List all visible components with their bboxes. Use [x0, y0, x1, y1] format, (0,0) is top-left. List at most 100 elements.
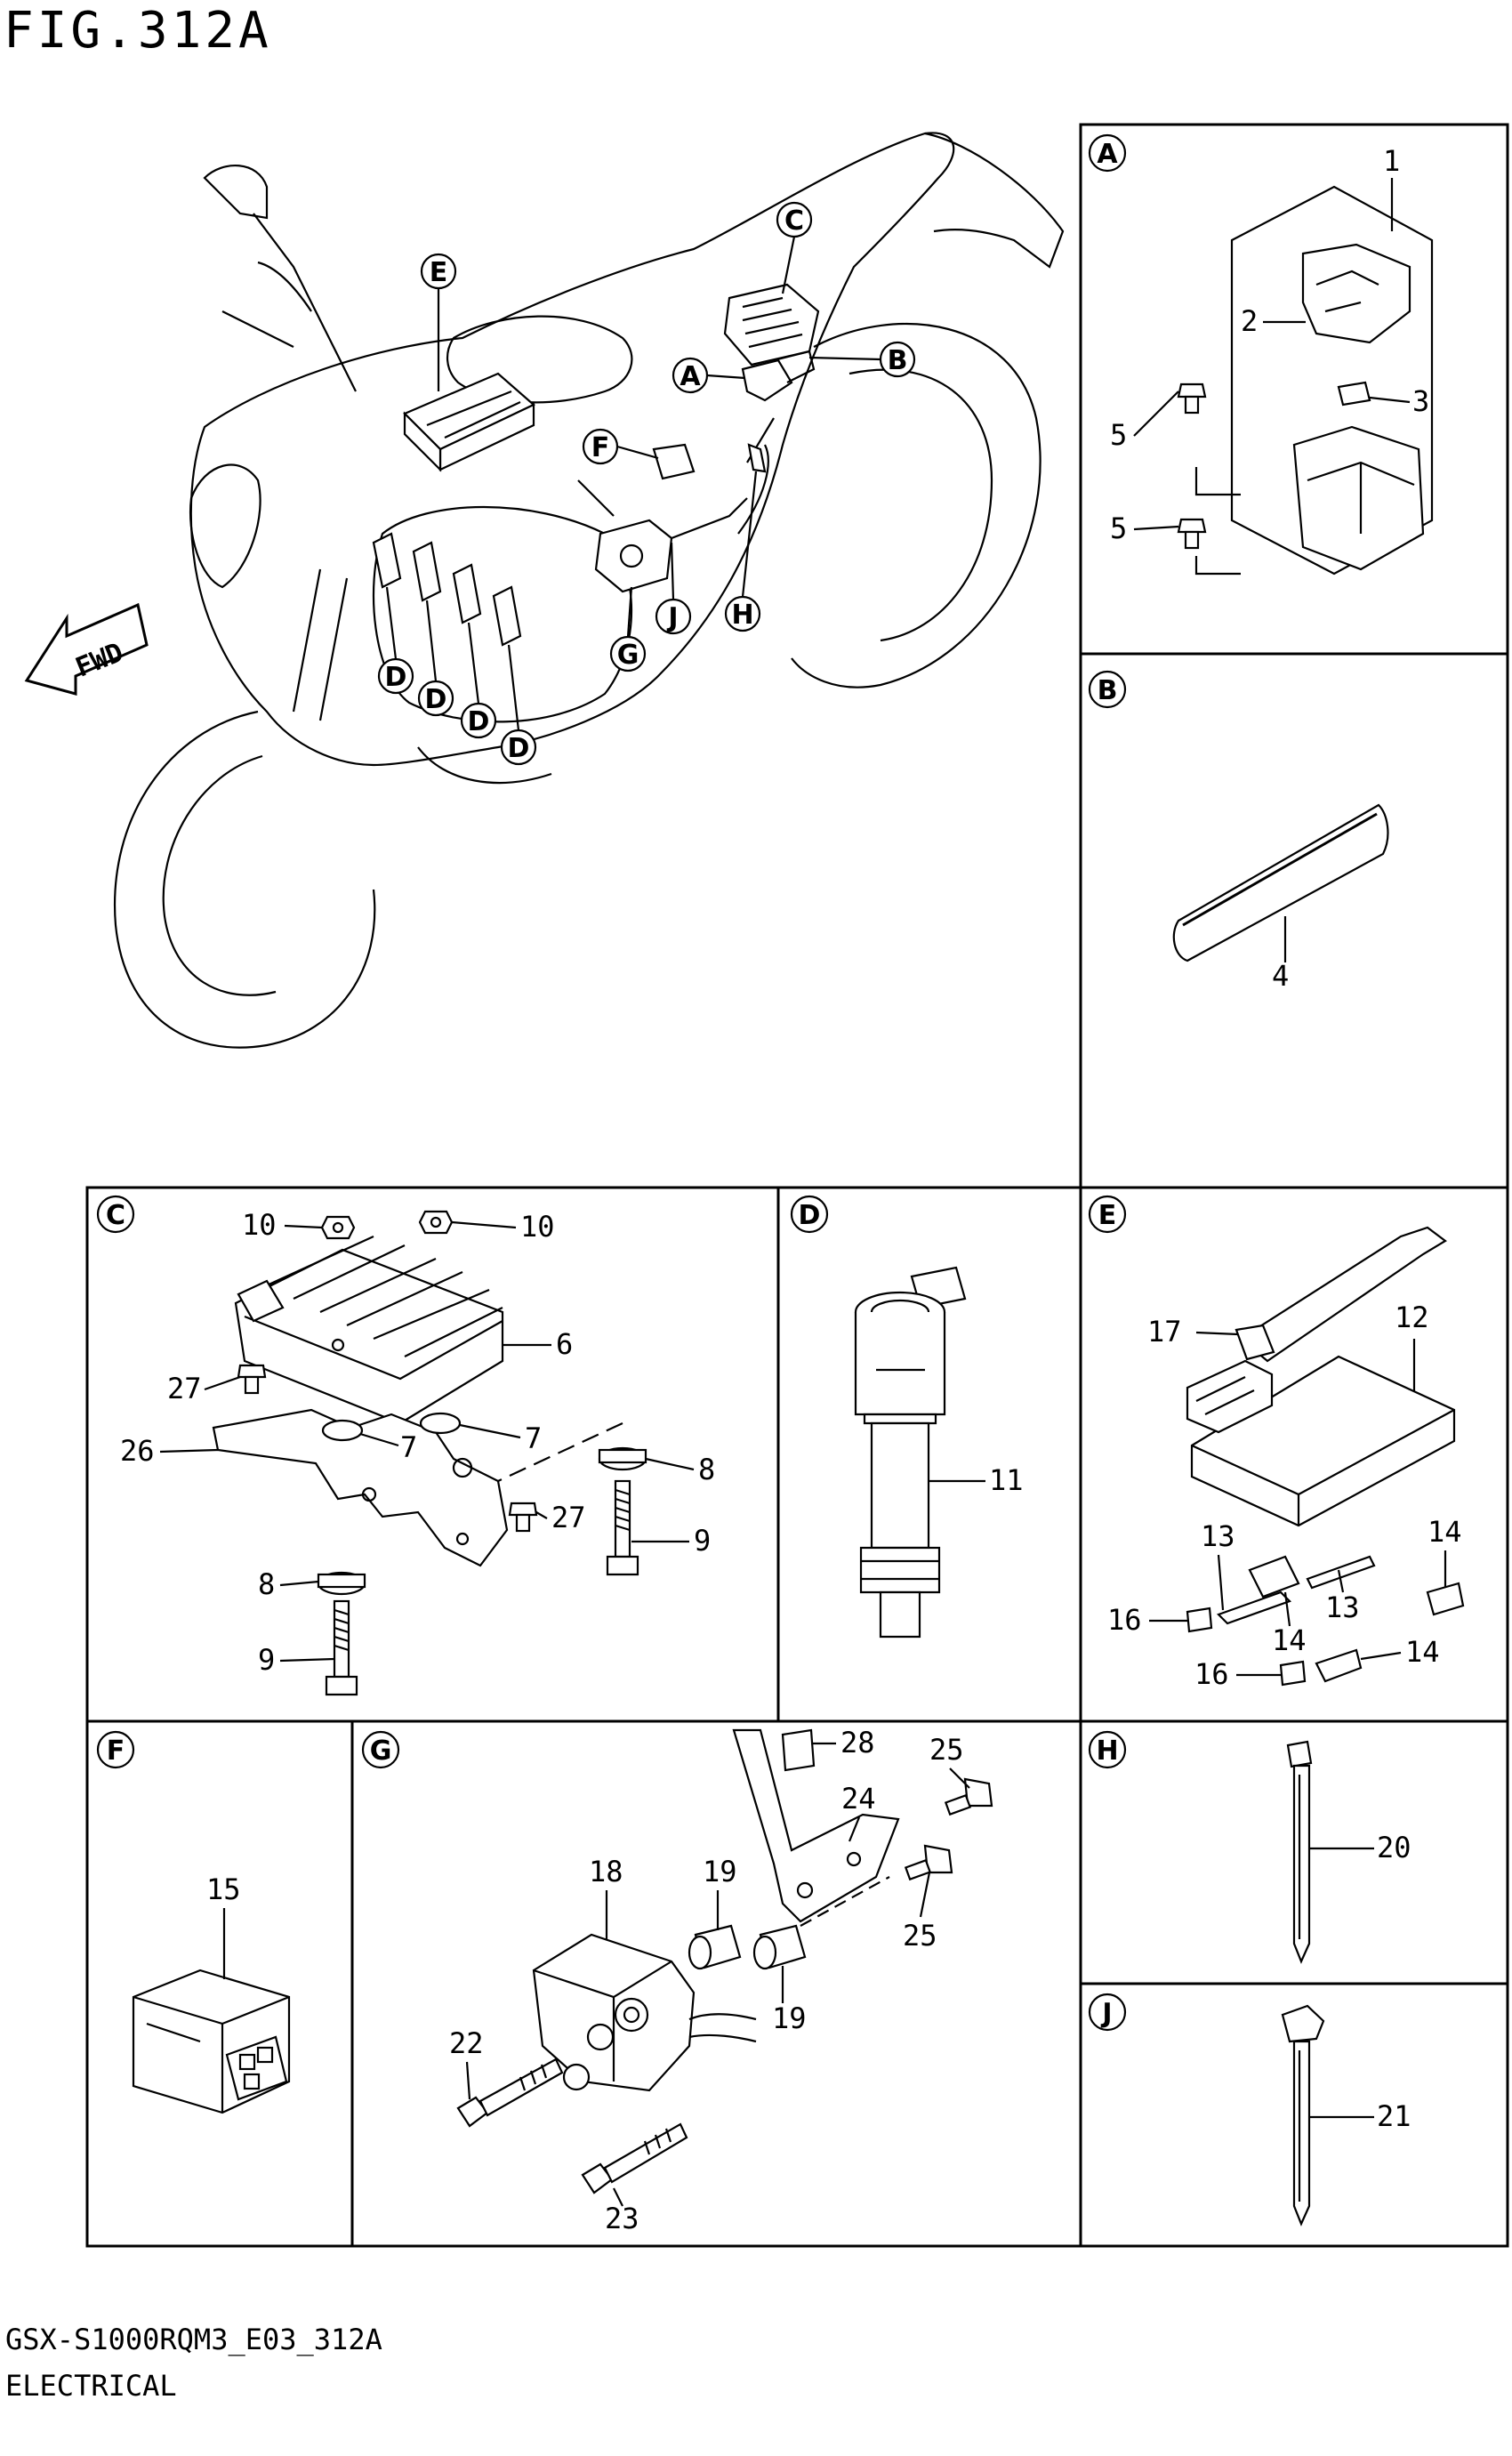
part-number-8-upper: 8	[698, 1453, 715, 1486]
connector-housing	[132, 1969, 291, 2114]
overview-callout-e: E	[430, 257, 448, 288]
overview-callout-h: H	[731, 600, 753, 631]
front-wheel	[113, 710, 376, 1049]
part-number-16-upper: 16	[1107, 1603, 1142, 1637]
bolt-27-right	[508, 1502, 538, 1533]
screw-5-upper	[1177, 382, 1207, 415]
bolt-9-upper	[606, 1479, 639, 1576]
overview-ecu	[403, 372, 535, 472]
panel-g: G	[361, 1726, 993, 2235]
panel-e-letter: E	[1098, 1200, 1117, 1231]
part-number-16-lower: 16	[1194, 1657, 1229, 1691]
front-fork	[292, 568, 349, 721]
part-number-12: 12	[1395, 1300, 1429, 1334]
pad-16-upper	[1186, 1606, 1213, 1633]
bolt-23	[581, 2122, 688, 2194]
fuse-box-base	[1292, 425, 1425, 571]
rear-wheel	[791, 323, 1042, 688]
part-number-21: 21	[1377, 2099, 1411, 2133]
part-number-13-lower: 13	[1325, 1590, 1360, 1624]
cushion-8-upper	[598, 1446, 647, 1471]
part-number-15: 15	[206, 1872, 241, 1906]
fwd-arrow: FWD	[24, 602, 149, 696]
handlebar-left	[257, 261, 312, 312]
part-number-2: 2	[1241, 304, 1258, 338]
part-number-6: 6	[556, 1327, 573, 1361]
part-number-18: 18	[589, 1855, 623, 1888]
fuse-box-cover	[1301, 243, 1411, 344]
part-number-25-upper: 25	[929, 1733, 964, 1767]
panel-d: D 11	[790, 1195, 1024, 1639]
bolt-27-left	[237, 1364, 267, 1395]
frame-panel-j	[1079, 1982, 1509, 2248]
pad-16-lower	[1279, 1660, 1307, 1687]
cushion-14-bottom	[1315, 1648, 1363, 1683]
part-number-25-lower: 25	[903, 1919, 937, 1953]
overview-regulator	[723, 283, 820, 402]
part-number-13-upper: 13	[1201, 1519, 1235, 1553]
part-number-1: 1	[1383, 144, 1400, 178]
ecm-unit	[1186, 1355, 1456, 1527]
cushion-14-top	[1426, 1582, 1465, 1616]
panel-j: J 21	[1088, 1993, 1411, 2227]
part-number-14-upper: 14	[1428, 1515, 1462, 1549]
overview-connector-f	[652, 443, 696, 480]
part-number-27-left: 27	[167, 1372, 202, 1405]
cushion-13-right	[1306, 1555, 1376, 1590]
overview-callout-d1: D	[385, 662, 407, 693]
nut-10-right	[418, 1210, 454, 1235]
cable-tie-21	[1281, 2004, 1325, 2227]
part-number-19-upper: 19	[703, 1855, 737, 1888]
panel-j-letter: J	[1100, 1998, 1112, 2029]
protective-tape	[1172, 803, 1389, 962]
overview-callout-d4: D	[508, 733, 530, 764]
panel-a-letter: A	[1097, 139, 1118, 170]
panel-f: F 15	[96, 1730, 291, 2114]
model-code: GSX-S1000RQM3_E03_312A	[5, 2323, 382, 2356]
overview-ignition-coils	[372, 532, 522, 647]
overview-callout-j: J	[666, 602, 678, 633]
mounting-bracket	[212, 1408, 509, 1567]
part-number-8-lower: 8	[258, 1567, 275, 1601]
fuel-tank	[446, 315, 633, 404]
panel-f-letter: F	[107, 1735, 125, 1767]
figure-title: FIG.312A	[4, 2, 272, 60]
bolt-25-upper	[944, 1777, 993, 1816]
bolt-25-lower	[904, 1844, 953, 1881]
part-number-20: 20	[1377, 1831, 1411, 1864]
actuator-bracket	[732, 1728, 900, 1923]
grommet-7-left	[321, 1419, 364, 1442]
frame-panel-a	[1079, 123, 1509, 656]
panel-a: A 1 2 3 5 5	[1088, 133, 1434, 576]
nut-10-left	[320, 1215, 356, 1240]
frame-panel-b	[1079, 652, 1509, 1189]
rear-wheel-inner	[848, 368, 993, 642]
part-number-9-lower: 9	[258, 1643, 275, 1677]
part-number-22: 22	[449, 2026, 484, 2060]
cushion-8-lower	[317, 1571, 366, 1596]
part-number-5-upper: 5	[1110, 418, 1127, 452]
part-number-7-left: 7	[400, 1430, 417, 1464]
tail-section	[924, 132, 1065, 269]
panel-g-letter: G	[370, 1735, 392, 1767]
handlebar-stem	[253, 213, 357, 392]
panel-e: E 17 12 13 14 13 16 14	[1088, 1195, 1465, 1691]
fuse	[1337, 381, 1371, 407]
mirror	[203, 165, 269, 220]
cable-tie-20	[1286, 1740, 1313, 1964]
panel-h: H 20	[1088, 1730, 1411, 1964]
part-number-9-upper: 9	[694, 1524, 711, 1558]
overview-callout-g: G	[617, 640, 639, 671]
ecm-strap	[1239, 1226, 1447, 1363]
regulator-rectifier	[234, 1236, 504, 1425]
panel-h-letter: H	[1096, 1735, 1118, 1767]
part-number-10-right: 10	[520, 1210, 555, 1244]
overview-callout-f: F	[591, 432, 610, 463]
front-wheel-inner	[162, 754, 277, 996]
actuator-unit	[532, 1933, 757, 2092]
part-number-23: 23	[605, 2202, 639, 2235]
pad-28	[781, 1728, 816, 1772]
part-number-10-left: 10	[242, 1208, 277, 1242]
part-number-28: 28	[840, 1726, 875, 1759]
